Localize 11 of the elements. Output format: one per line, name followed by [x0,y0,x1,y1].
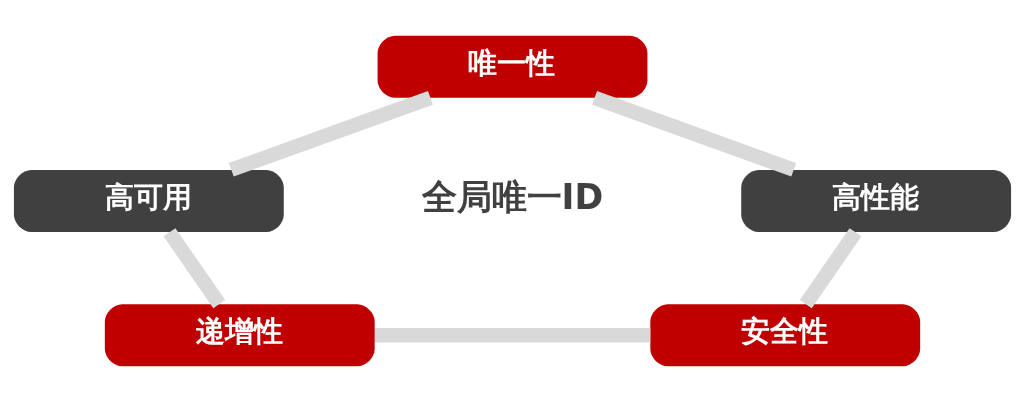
label: 全局唯一ID [421,176,604,216]
connector [799,227,862,308]
connector [375,327,651,342]
connector [592,90,797,177]
node-box: 递增性 [104,303,375,366]
node-box: 高性能 [741,169,1012,232]
connector [163,227,226,308]
node-box: 安全性 [650,303,921,366]
node-box: 高可用 [13,169,284,232]
connector [228,90,433,177]
node-box: 唯一性 [377,35,648,98]
